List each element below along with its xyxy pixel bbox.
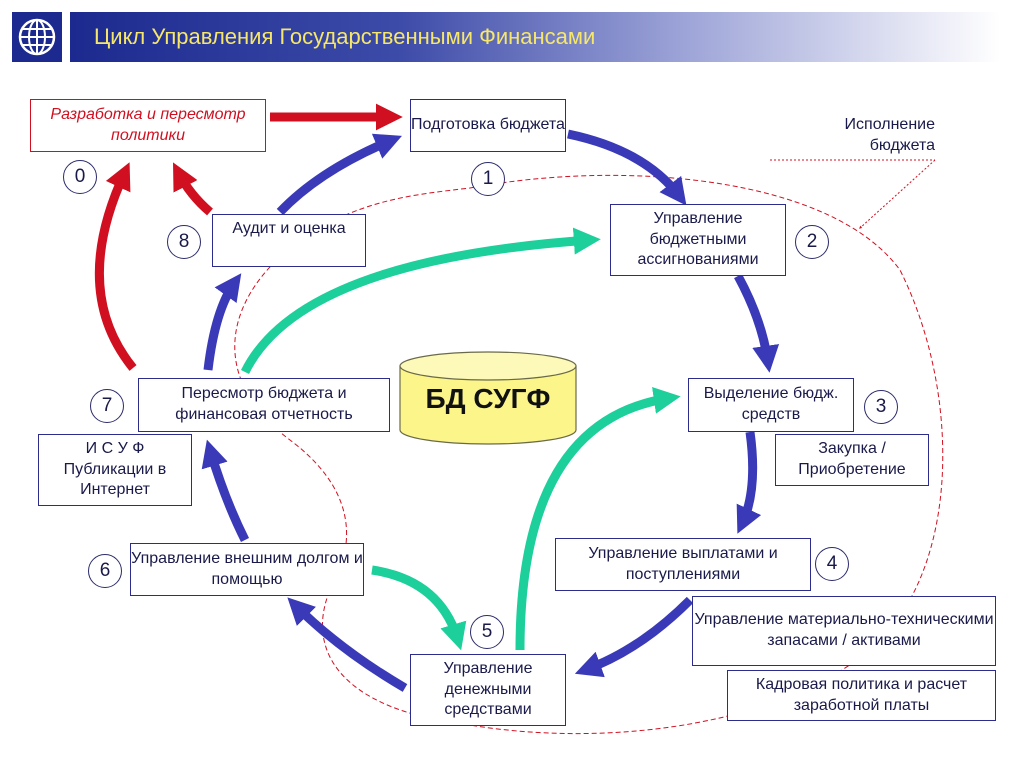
arrow-review-to-audit (203, 273, 242, 371)
execution-label: Исполнение бюджета (844, 116, 935, 154)
header: Цикл Управления Государственными Финанса… (12, 12, 1000, 62)
arrow-audit-to-policy (173, 162, 213, 216)
badge-1: 1 (471, 162, 505, 196)
title-bar: Цикл Управления Государственными Финанса… (70, 12, 1000, 62)
node-payments-receipts[interactable]: Управление выплатами и поступлениями (555, 538, 811, 591)
box-procurement[interactable]: Закупка / Приобретение (775, 434, 929, 486)
box-label: Управление материально-техническими запа… (694, 611, 994, 649)
arrow-cash-to-release (515, 387, 681, 651)
badge-7: 7 (90, 389, 124, 423)
node-label: Пересмотр бюджета и финансовая отчетност… (175, 385, 353, 423)
badge-3: 3 (864, 390, 898, 424)
node-cash-management[interactable]: Управление денежными средствами (410, 654, 566, 726)
node-label: Выделение бюдж. средств (703, 385, 839, 423)
arrow-release-to-payments (736, 431, 762, 534)
box-assets[interactable]: Управление материально-техническими запа… (692, 596, 996, 666)
execution-pointer-arrow (859, 159, 936, 229)
arrow-debt-to-cash (371, 565, 467, 651)
node-label: Подготовка бюджета (411, 116, 565, 134)
arrow-review-to-allocations (240, 227, 601, 374)
arrow-audit-to-budget (276, 133, 402, 216)
node-budget-preparation[interactable]: Подготовка бюджета (410, 99, 566, 152)
badge-6: 6 (88, 554, 122, 588)
box-label: И С У Ф Публикации в Интернет (63, 439, 167, 499)
arrow-debt-to-review (201, 439, 250, 543)
node-label: Управление выплатами и поступлениями (588, 544, 778, 583)
node-label: Аудит и оценка (232, 220, 346, 237)
box-ifms-publications[interactable]: И С У Ф Публикации в Интернет (38, 434, 192, 506)
node-label: Управление внешним долгом и помощью (131, 549, 363, 588)
execution-zone-outline (234, 174, 944, 735)
node-funds-release[interactable]: Выделение бюдж. средств (688, 378, 854, 432)
badge-5: 5 (470, 615, 504, 649)
arrow-allocations-to-release (734, 273, 780, 373)
logo (12, 12, 62, 62)
arrow-assets-to-cash (574, 596, 694, 678)
box-label: Закупка / Приобретение (798, 440, 906, 478)
arrow-cash-to-debt (287, 597, 408, 692)
page-title: Цикл Управления Государственными Финанса… (94, 24, 596, 49)
arrow-budget-to-allocations (567, 129, 687, 206)
database-cylinder (399, 351, 577, 445)
node-label: Управление бюджетными ассигнованиями (637, 209, 759, 269)
node-budget-allocations[interactable]: Управление бюджетными ассигнованиями (610, 204, 786, 276)
box-hr-payroll[interactable]: Кадровая политика и расчет заработной пл… (727, 670, 996, 721)
badge-4: 4 (815, 547, 849, 581)
node-external-debt[interactable]: Управление внешним долгом и помощью (130, 543, 364, 596)
node-audit[interactable]: Аудит и оценка (212, 214, 366, 267)
arrow-review-to-policy (94, 162, 137, 371)
world-bank-globe-icon (18, 18, 56, 56)
database-label: БД СУГФ (425, 383, 551, 414)
node-budget-review[interactable]: Пересмотр бюджета и финансовая отчетност… (138, 378, 390, 432)
badge-2: 2 (795, 225, 829, 259)
node-label: Разработка и пересмотр политики (50, 105, 246, 144)
badge-8: 8 (167, 225, 201, 259)
box-label: Кадровая политика и расчет заработной пл… (755, 675, 968, 714)
badge-0: 0 (63, 160, 97, 194)
node-policy-development[interactable]: Разработка и пересмотр политики (30, 99, 266, 152)
node-label: Управление денежными средствами (443, 659, 533, 719)
